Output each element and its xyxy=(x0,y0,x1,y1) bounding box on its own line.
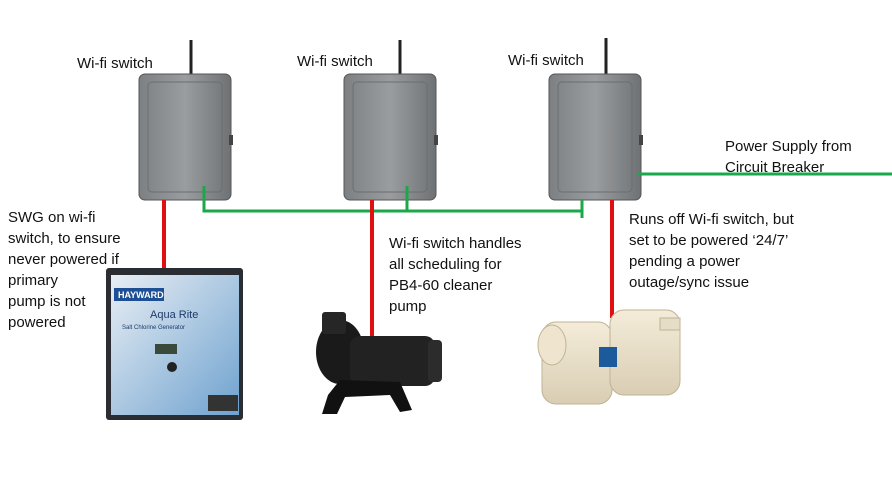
variable-speed-pump xyxy=(538,310,680,404)
wifi-switch-1 xyxy=(139,40,233,200)
svg-text:Salt Chlorine Generator: Salt Chlorine Generator xyxy=(122,325,185,331)
green-wires xyxy=(204,174,892,218)
svg-text:Aqua Rite: Aqua Rite xyxy=(150,309,198,321)
svg-text:HAYWARD: HAYWARD xyxy=(118,290,164,300)
wifi-switch-2 xyxy=(344,40,438,200)
wifi-switch-3 xyxy=(549,38,643,200)
swg-aqua-rite: HAYWARD Aqua Rite Salt Chlorine Generato… xyxy=(106,268,243,420)
cleaner-pump xyxy=(316,312,442,414)
